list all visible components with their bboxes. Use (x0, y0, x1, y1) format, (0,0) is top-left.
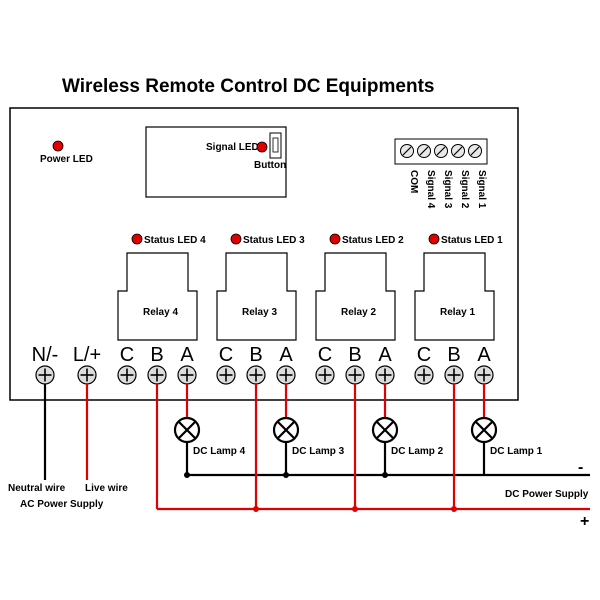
lamp-label: DC Lamp 2 (391, 446, 444, 457)
receiver-module (145, 126, 287, 198)
neutral-wire-label: Neutral wire (8, 483, 66, 494)
relay-terminal-screw[interactable] (345, 365, 365, 385)
relay-terminal-screw[interactable] (375, 365, 395, 385)
wiring: DC Lamp 4 DC Lamp 3 DC Lamp 2 DC Lamp 1 (43, 384, 590, 512)
wire-junction (184, 472, 190, 478)
power-terminal-label: L/+ (73, 344, 101, 366)
status-led (428, 233, 440, 245)
connector-pin (451, 144, 465, 158)
relay-terminal-screw[interactable] (474, 365, 494, 385)
status-led-label: Status LED 3 (243, 235, 305, 246)
relay-terminal-label: B (249, 344, 262, 366)
status-led-label: Status LED 2 (342, 235, 404, 246)
relay-label: Relay 3 (242, 307, 277, 318)
dc-positive-sign: + (580, 513, 589, 530)
signal-led (256, 141, 268, 153)
lamp-label: DC Lamp 3 (292, 446, 345, 457)
relay-2: Status LED 2 Relay 2 (315, 233, 404, 341)
relay-label: Relay 2 (341, 307, 376, 318)
relay-body (216, 252, 297, 341)
relay-terminal-label: A (279, 344, 293, 366)
relay-body (315, 252, 396, 341)
relay-terminal-screw[interactable] (315, 365, 335, 385)
relay-body (117, 252, 198, 341)
power-led (52, 140, 64, 152)
status-led-label: Status LED 4 (144, 235, 206, 246)
relay-label: Relay 4 (143, 307, 178, 318)
connector-pin-label: Signal 2 (459, 170, 470, 209)
relay-3: Status LED 3 Relay 3 (216, 233, 305, 341)
relay-terminal-screw[interactable] (117, 365, 137, 385)
relay-terminal-label: B (150, 344, 163, 366)
wire-junction (352, 506, 358, 512)
status-led (131, 233, 143, 245)
relay-terminal-label: A (477, 344, 491, 366)
relay-terminal-label: A (180, 344, 194, 366)
live-wire-label: Live wire (85, 483, 128, 494)
status-led-label: Status LED 1 (441, 235, 503, 246)
power-led-label: Power LED (40, 154, 93, 165)
relay-terminal-screw[interactable] (444, 365, 464, 385)
relay-terminal-label: C (417, 344, 431, 366)
relay-terminal-label: C (120, 344, 134, 366)
connector-pin-label: COM (408, 170, 419, 193)
relay-terminal-screw[interactable] (216, 365, 236, 385)
relay-terminal-label: B (348, 344, 361, 366)
connector-pin (400, 144, 414, 158)
relay-terminal-screw[interactable] (177, 365, 197, 385)
relay-terminal-screw[interactable] (246, 365, 266, 385)
connector-pin-label: Signal 4 (425, 170, 436, 209)
connector-pin (434, 144, 448, 158)
connector-pin-label: Signal 3 (442, 170, 453, 209)
signal-connector: COM Signal 4 Signal 3 Signal 2 Signal 1 (394, 138, 488, 209)
connector-pin (417, 144, 431, 158)
dc-negative-sign: - (578, 459, 583, 476)
relay-terminal-label: C (318, 344, 332, 366)
dc-lamp-1: DC Lamp 1 (470, 416, 543, 457)
wire-junction (382, 472, 388, 478)
wire-junction (451, 506, 457, 512)
power-terminal-screw[interactable] (77, 365, 97, 385)
relay-terminal-screw[interactable] (147, 365, 167, 385)
lamp-label: DC Lamp 4 (193, 446, 246, 457)
power-terminal-label: N/- (32, 344, 59, 366)
button-label: Button (254, 160, 286, 171)
diagram-title: Wireless Remote Control DC Equipments (62, 76, 435, 97)
relay-terminal-label: B (447, 344, 460, 366)
relay-terminal-label: C (219, 344, 233, 366)
relay-terminal-label: A (378, 344, 392, 366)
signal-led-label: Signal LED (206, 142, 259, 153)
dc-supply-label: DC Power Supply (505, 489, 589, 500)
learn-button-slider (272, 137, 279, 153)
dc-lamp-2: DC Lamp 2 (371, 416, 444, 457)
relay-body (414, 252, 495, 341)
dc-lamp-4: DC Lamp 4 (173, 416, 246, 457)
relay-terminal-screw[interactable] (276, 365, 296, 385)
relay-4: Status LED 4 Relay 4 (117, 233, 206, 341)
connector-pin-label: Signal 1 (476, 170, 487, 209)
relay-1: Status LED 1 Relay 1 (414, 233, 503, 341)
wire-junction (283, 472, 289, 478)
dc-lamp-3: DC Lamp 3 (272, 416, 345, 457)
status-led (230, 233, 242, 245)
lamp-label: DC Lamp 1 (490, 446, 543, 457)
connector-pin (468, 144, 482, 158)
ac-supply-label: AC Power Supply (20, 499, 104, 510)
relay-terminal-screw[interactable] (414, 365, 434, 385)
status-led (329, 233, 341, 245)
relay-label: Relay 1 (440, 307, 475, 318)
wire-junction (253, 506, 259, 512)
power-terminal-screw[interactable] (35, 365, 55, 385)
